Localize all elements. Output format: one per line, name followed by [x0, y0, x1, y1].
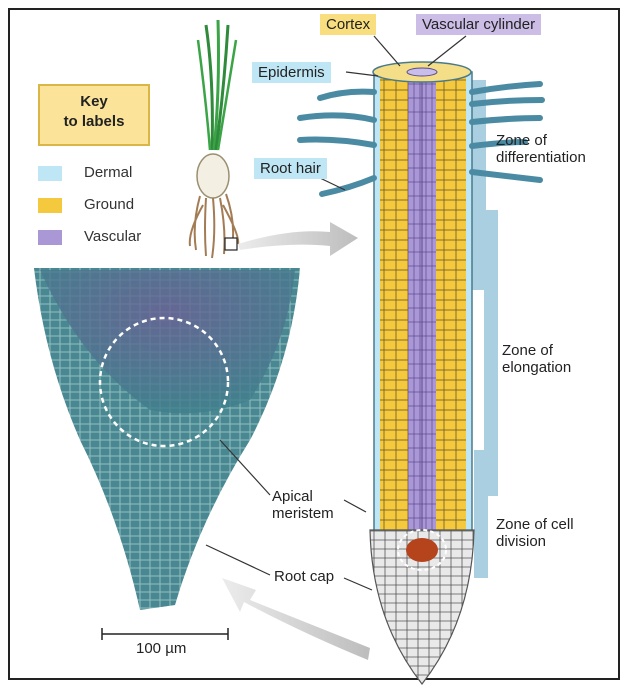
leader-root-hair [320, 178, 345, 190]
zoom-arrow-top [238, 222, 358, 256]
zone-differentiation-line1: Zone of [496, 132, 586, 149]
label-zone-division: Zone of cell division [496, 516, 574, 551]
zone-division-line2: division [496, 533, 574, 550]
zone-elongation-line1: Zone of [502, 342, 571, 359]
label-root-hair: Root hair [254, 158, 327, 179]
zone-differentiation-line2: differentiation [496, 149, 586, 166]
leader-apical-root [344, 500, 366, 512]
label-vascular-cylinder: Vascular cylinder [416, 14, 541, 35]
label-root-cap: Root cap [274, 568, 334, 585]
zone-bar-division [474, 450, 488, 578]
label-cortex: Cortex [320, 14, 376, 35]
zone-elongation-line2: elongation [502, 359, 571, 376]
zone-division-line1: Zone of cell [496, 516, 574, 533]
leader-vascular [428, 36, 466, 66]
zoom-arrow-bottom [222, 578, 370, 660]
micrograph-image [34, 268, 300, 610]
label-zone-elongation: Zone of elongation [502, 342, 571, 377]
label-scale-bar: 100 µm [136, 640, 186, 657]
leader-cortex [374, 36, 400, 66]
onion-plant-illustration [190, 20, 238, 258]
leader-rootcap-micro [206, 545, 270, 575]
label-epidermis: Epidermis [252, 62, 331, 83]
apical-meristem-line1: Apical [272, 488, 334, 505]
label-zone-differentiation: Zone of differentiation [496, 132, 586, 167]
leader-rootcap-root [344, 578, 372, 590]
label-apical-meristem: Apical meristem [272, 488, 334, 523]
apical-meristem-line2: meristem [272, 505, 334, 522]
